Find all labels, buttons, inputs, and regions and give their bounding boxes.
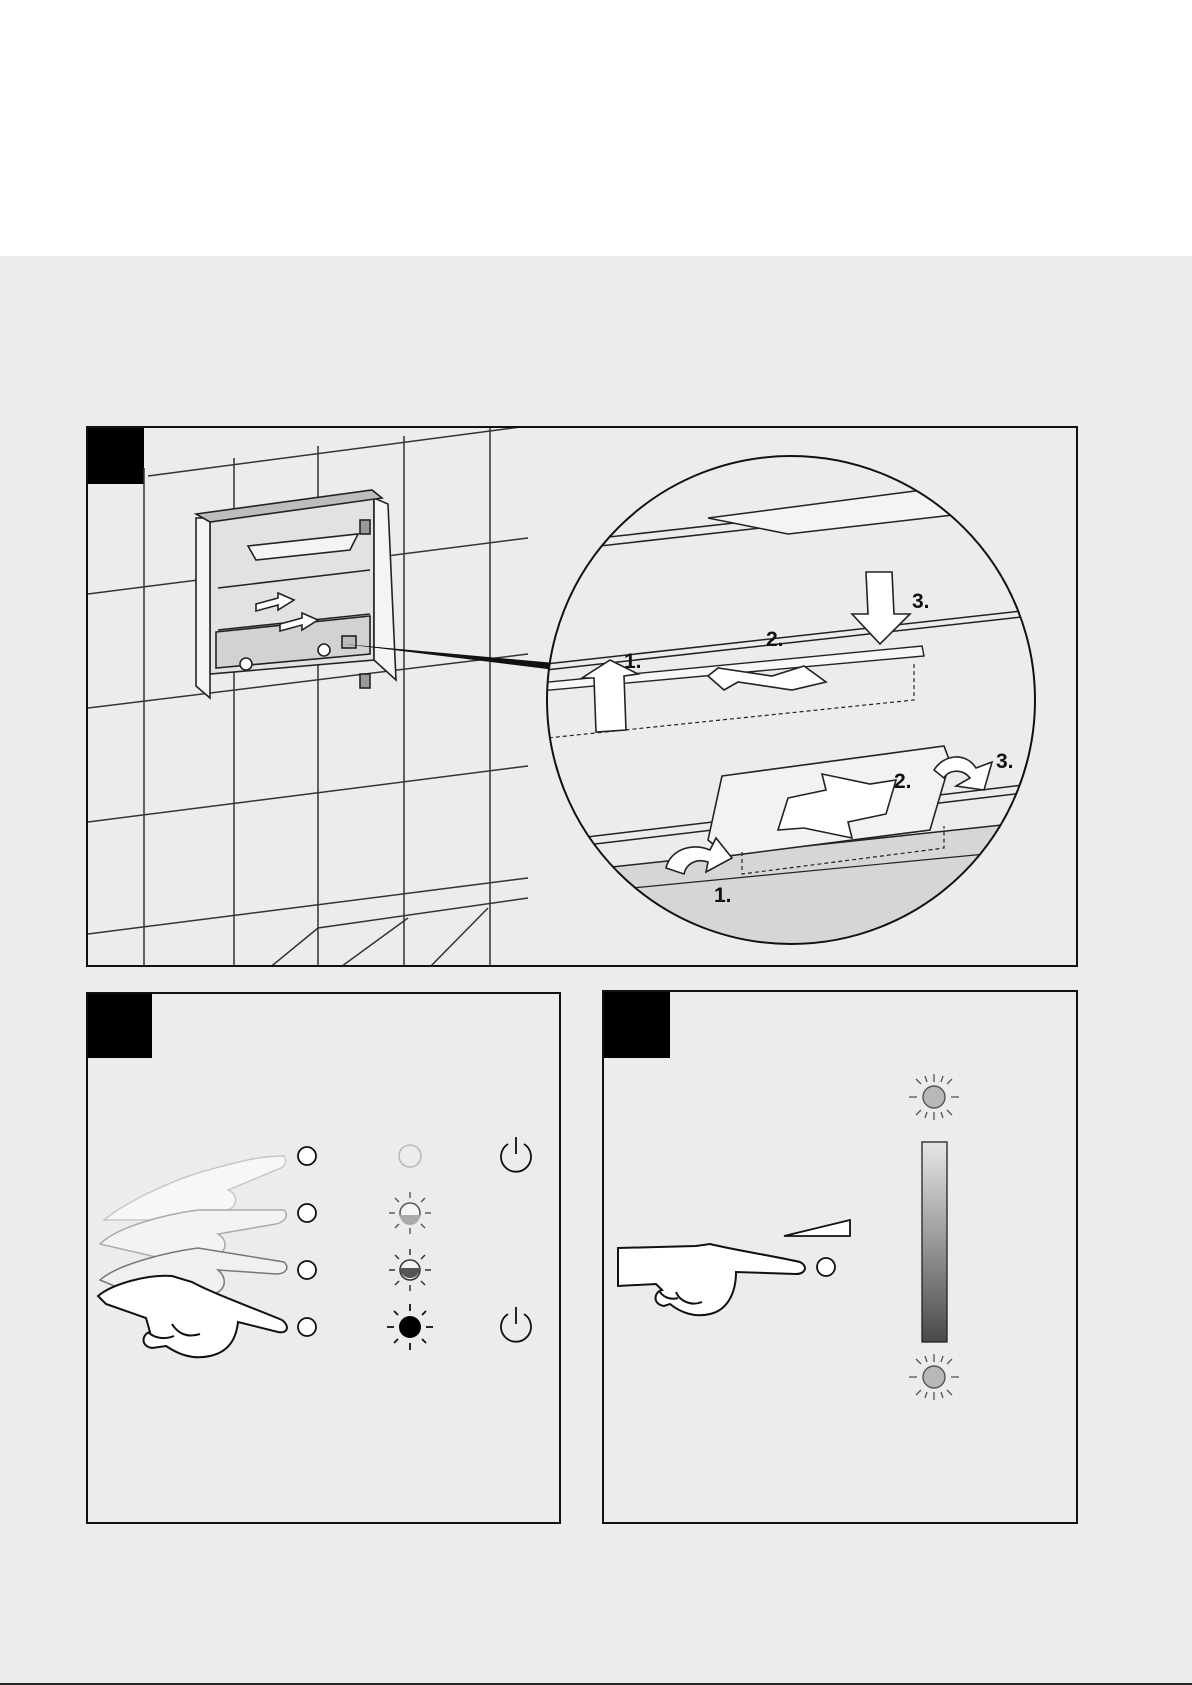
- zoom-step-lower-2: 2.: [894, 770, 912, 793]
- zoom-circle: 1. 2. 3. 2. 3. 1.: [528, 448, 1048, 967]
- lamp-icon: [389, 1249, 431, 1291]
- installation-illustration: 1. 2. 3. 2. 3. 1.: [88, 428, 1078, 967]
- hand-icon: [618, 1244, 805, 1315]
- touch-button-icon: [817, 1258, 835, 1276]
- zoom-step-lower-3: 3.: [996, 750, 1014, 773]
- brightness-bar: [922, 1142, 947, 1342]
- zoom-step-lower-1: 1.: [714, 884, 732, 907]
- panel-touch-levels: [86, 992, 561, 1524]
- touch-levels-illustration: [88, 994, 561, 1524]
- lamp-icon: [387, 1304, 433, 1350]
- zoom-step-upper-1: 1.: [624, 650, 642, 673]
- dimming-illustration: [604, 992, 1078, 1524]
- panel-dimming: [602, 990, 1078, 1524]
- mirror-cabinet-icon: [196, 490, 396, 698]
- power-icon: [501, 1137, 531, 1172]
- zoom-step-upper-2: 2.: [766, 628, 784, 651]
- touch-button-icon: [298, 1147, 316, 1336]
- lamp-icon: [399, 1145, 421, 1167]
- power-icon: [501, 1307, 531, 1342]
- zoom-step-upper-3: 3.: [912, 590, 930, 613]
- lamp-icon: [909, 1354, 959, 1400]
- lamp-icon: [389, 1192, 431, 1234]
- dimmer-wedge-icon: [784, 1220, 850, 1236]
- hand-icon: [98, 1276, 287, 1358]
- lamp-icon: [909, 1074, 959, 1120]
- panel-installation: 1. 2. 3. 2. 3. 1.: [86, 426, 1078, 967]
